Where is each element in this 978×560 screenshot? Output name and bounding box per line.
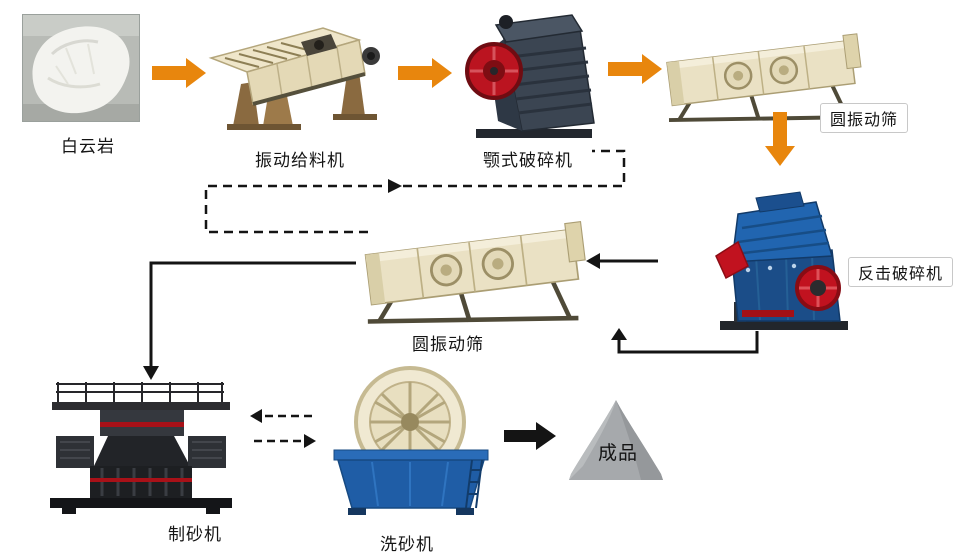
label-vibrating-feeder: 振动给料机 xyxy=(255,151,345,170)
sand-maker-icon xyxy=(50,382,232,514)
arrow-jaw-crusher-to-screen xyxy=(608,54,662,84)
circular-screen-mid-machine xyxy=(352,208,592,326)
sand-washer-icon xyxy=(333,366,489,515)
arrow-impact-crusher-to-screen-mid xyxy=(586,253,658,269)
arrow-feeder-to-jaw-crusher xyxy=(398,58,452,88)
product-pile xyxy=(563,396,669,484)
arrow-washer-to-product xyxy=(504,422,556,450)
label-jaw-crusher: 颚式破碎机 xyxy=(483,151,573,170)
label-sand-washer: 洗砂机 xyxy=(380,535,434,554)
arrow-rock-to-feeder xyxy=(152,58,206,88)
label-rock: 白云岩 xyxy=(61,137,115,156)
sand-maker-machine xyxy=(42,378,238,516)
dolomite-rock-photo xyxy=(22,14,140,122)
circular-screen-top-machine xyxy=(655,22,867,124)
jaw-crusher-icon xyxy=(465,14,595,138)
impact-crusher-machine xyxy=(698,172,866,334)
rock-icon xyxy=(22,14,140,122)
jaw-crusher-machine xyxy=(448,5,608,143)
impact-crusher-icon xyxy=(715,191,848,330)
vibrating-feeder-machine xyxy=(205,12,395,140)
circular-screen-icon xyxy=(364,221,586,324)
product-cone-icon xyxy=(569,400,663,480)
label-sand-maker: 制砂机 xyxy=(168,525,222,544)
circular-screen-icon xyxy=(666,33,862,123)
label-circular-screen-top: 圆振动筛 xyxy=(820,103,909,133)
sand-washer-machine xyxy=(322,362,500,518)
dashed-arrow-washer-to-sand-maker xyxy=(250,409,312,423)
vibrating-feeder-icon xyxy=(208,27,380,130)
label-impact-crusher: 反击破碎机 xyxy=(848,257,954,287)
dashed-arrow-sand-maker-to-washer xyxy=(254,434,316,448)
label-circular-screen-mid: 圆振动筛 xyxy=(412,335,484,354)
label-product: 成品 xyxy=(597,443,638,464)
